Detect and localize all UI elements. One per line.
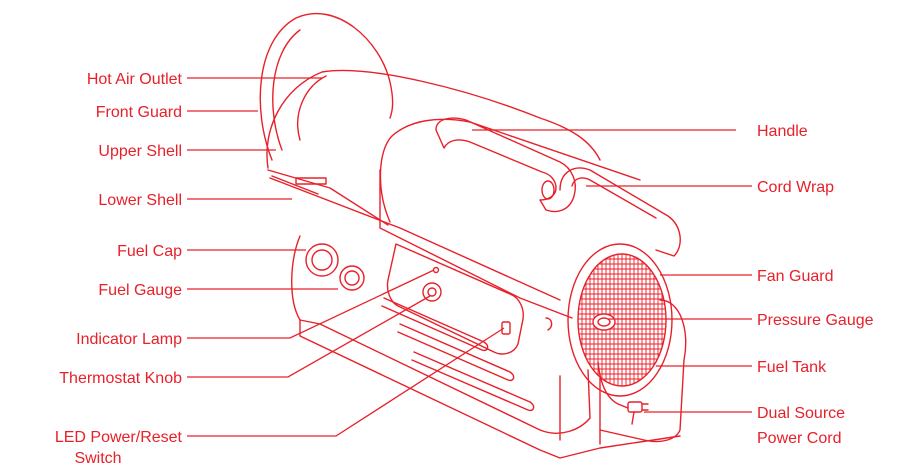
front-guard-shape <box>259 12 394 161</box>
indicator-lamp-shape <box>432 266 440 274</box>
left-labels: Hot Air Outlet Front Guard Upper Shell L… <box>55 71 183 467</box>
power-plug <box>627 401 643 413</box>
cylinder-top <box>391 118 641 181</box>
tank-rib-3 <box>411 351 535 412</box>
lower-shell-edge <box>271 175 319 195</box>
front-guard-inner <box>272 29 301 151</box>
label-upper-shell: Upper Shell <box>98 143 182 160</box>
label-front-guard: Front Guard <box>96 104 182 121</box>
label-power-cord: Power Cord <box>757 430 841 447</box>
plug-prongs <box>641 403 649 411</box>
fuel-cap-shape <box>305 243 339 277</box>
pressure-gauge-inner <box>597 317 611 327</box>
side-clip <box>545 317 553 331</box>
upper-shell-shape <box>266 69 601 169</box>
leader-thermostat-knob <box>187 295 431 378</box>
leader-led-switch <box>187 327 505 437</box>
shell-seam <box>269 177 561 301</box>
thermostat-knob-center <box>427 287 437 297</box>
thermostat-knob-shape <box>422 282 442 302</box>
fuel-gauge-shape <box>339 265 365 291</box>
plug-tail <box>631 411 635 425</box>
fuel-tank-base <box>299 319 681 459</box>
lower-shell-latch <box>295 177 327 185</box>
label-fuel-gauge: Fuel Gauge <box>98 282 182 299</box>
led-switch-shape <box>501 321 511 335</box>
label-pressure-gauge: Pressure Gauge <box>757 312 874 329</box>
leader-lines <box>187 77 752 437</box>
fuel-gauge-inner <box>344 270 360 286</box>
fuel-tank-shape <box>291 235 591 434</box>
label-led-switch: Switch <box>74 450 121 467</box>
label-fan-guard: Fan Guard <box>757 268 833 285</box>
label-fuel-tank: Fuel Tank <box>757 359 827 376</box>
leader-indicator-lamp <box>187 269 435 339</box>
label-handle: Handle <box>757 123 808 140</box>
cord-wrap-inner <box>571 177 657 219</box>
hot-air-outlet-rim <box>297 75 327 141</box>
right-labels: Handle Cord Wrap Fan Guard Pressure Gaug… <box>757 123 874 447</box>
label-hot-air-outlet: Hot Air Outlet <box>87 71 183 88</box>
fuel-cap-inner <box>311 249 333 271</box>
pressure-gauge-shape <box>592 313 616 331</box>
cylinder-left-cap <box>379 135 393 223</box>
fan-guard-rim <box>567 243 673 397</box>
power-cord-shape <box>597 361 629 409</box>
label-lower-shell: Lower Shell <box>98 192 182 209</box>
control-panel <box>386 243 524 355</box>
label-thermostat-knob: Thermostat Knob <box>59 370 182 387</box>
tank-rib-2 <box>397 323 515 382</box>
fuel-tank-front <box>599 299 687 443</box>
heater-drawing <box>259 12 687 459</box>
label-dual-source: Dual Source <box>757 405 845 422</box>
label-indicator-lamp: Indicator Lamp <box>76 331 182 348</box>
label-led-power-reset: LED Power/Reset <box>55 429 183 446</box>
handle-shape <box>435 117 576 213</box>
cylinder-bottom <box>379 169 573 319</box>
label-cord-wrap: Cord Wrap <box>757 179 834 196</box>
stand-leg <box>559 375 601 445</box>
cord-wrap-shape <box>559 167 681 257</box>
label-fuel-cap: Fuel Cap <box>117 243 182 260</box>
lower-shell-shape <box>267 169 389 226</box>
handle-grip-hole <box>541 180 555 200</box>
